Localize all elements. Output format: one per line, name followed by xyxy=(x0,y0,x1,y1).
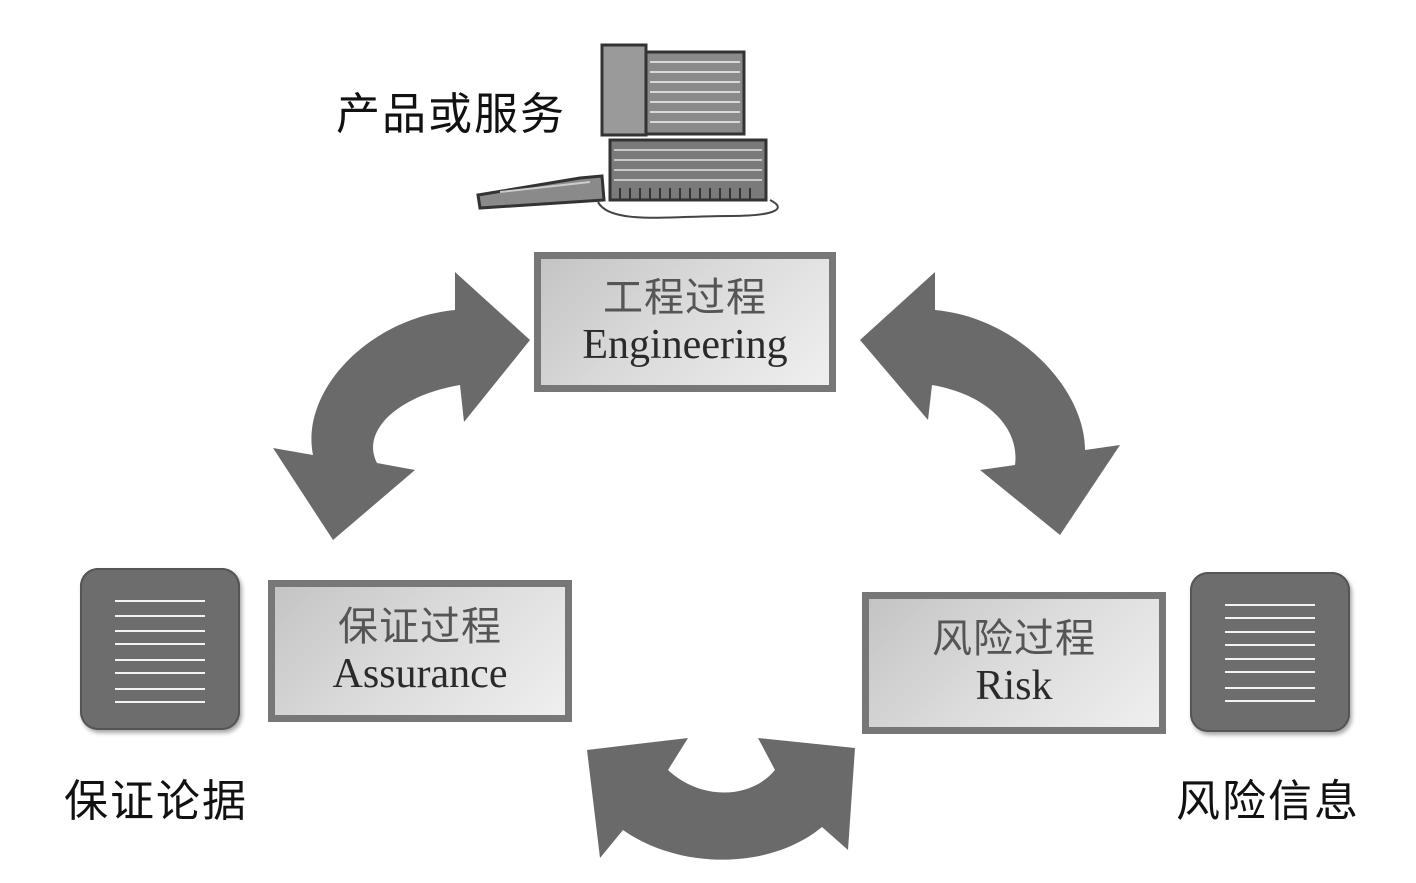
left-curved-double-arrow-icon xyxy=(273,272,530,540)
right-curved-double-arrow-icon xyxy=(860,272,1120,535)
computer-icon xyxy=(476,43,779,219)
assurance-document-icon xyxy=(80,568,240,730)
assurance-evidence-label: 保证论据 xyxy=(64,776,248,827)
engineering-en-label: Engineering xyxy=(582,321,788,368)
risk-document-icon xyxy=(1190,572,1350,732)
risk-cn-label: 风险过程 xyxy=(932,615,1096,662)
risk-en-label: Risk xyxy=(975,662,1053,709)
risk-process-box: 风险过程 Risk xyxy=(862,592,1166,734)
engineering-cn-label: 工程过程 xyxy=(603,274,767,321)
engineering-process-box: 工程过程 Engineering xyxy=(534,252,836,392)
bottom-curved-double-arrow-icon xyxy=(587,738,855,860)
assurance-cn-label: 保证过程 xyxy=(338,603,502,650)
assurance-en-label: Assurance xyxy=(332,650,508,697)
assurance-process-box: 保证过程 Assurance xyxy=(268,580,572,722)
product-or-service-label: 产品或服务 xyxy=(336,89,566,140)
risk-information-label: 风险信息 xyxy=(1176,776,1360,827)
